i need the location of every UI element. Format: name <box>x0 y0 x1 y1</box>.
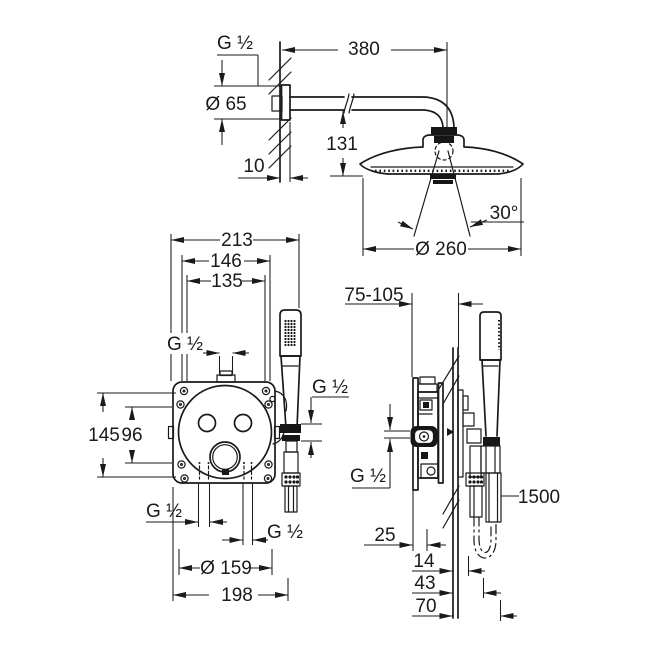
side-view: 75-105 G ½ 1500 25 14 43 70 <box>344 285 560 621</box>
hose-side <box>485 472 502 523</box>
face-plate-side <box>457 389 464 478</box>
cartridge-port <box>209 441 241 473</box>
arm-flange <box>280 84 291 121</box>
valve-port-left <box>197 413 217 433</box>
hose-loop <box>473 516 497 559</box>
arm-wall-fitting <box>271 95 283 112</box>
dim-side-offset-43: 43 <box>414 573 435 594</box>
dim-flange-offset: 10 <box>243 156 264 177</box>
dim-front-width-overall: 213 <box>221 230 253 251</box>
mounting-screws <box>176 386 273 483</box>
swivel-nut <box>431 127 457 135</box>
valve-port-right <box>233 413 253 433</box>
holder-mount-side <box>462 412 475 427</box>
arm-head-view: 30° 380 G ½ Ø 65 10 131 Ø 260 <box>205 33 524 260</box>
dim-arm-thread: G ½ <box>217 33 253 54</box>
arm-elbow <box>423 96 455 128</box>
dim-front-rough-in-diameter: Ø 159 <box>200 558 252 579</box>
dim-head-drop: 131 <box>326 134 358 155</box>
dim-front-top-thread: G ½ <box>167 334 203 355</box>
mounting-plate <box>172 381 276 484</box>
dim-front-bottom-right-thread: G ½ <box>267 522 303 543</box>
dim-hand-shower-thread: G ½ <box>312 377 348 398</box>
hose-nut <box>281 472 301 487</box>
shower-holder <box>274 390 288 412</box>
dim-front-height-screws: 145 <box>88 425 120 446</box>
head-outlet <box>430 174 456 179</box>
rough-in-body <box>177 384 273 480</box>
dim-front-bottom-left-thread: G ½ <box>146 501 182 522</box>
bottom-inlet-ports <box>198 462 253 480</box>
dim-arm-length: 380 <box>348 39 380 60</box>
hand-shower-front <box>269 309 302 513</box>
dim-side-depth-range: 75-105 <box>344 285 403 306</box>
wall-level-marker <box>447 428 454 436</box>
dim-head-diameter: Ø 260 <box>415 239 467 260</box>
shower-head <box>359 134 524 175</box>
dim-side-offset-70: 70 <box>415 596 436 617</box>
hand-shower-side <box>465 311 502 559</box>
dim-hose-length: 1500 <box>518 487 560 508</box>
dim-flange-diameter: Ø 65 <box>205 94 246 115</box>
hose-front <box>284 485 298 513</box>
swivel-pivot-dashed <box>434 141 454 161</box>
dim-front-height-inner: 96 <box>121 425 142 446</box>
dim-front-width-inner: 135 <box>211 271 243 292</box>
dim-side-offset-14: 14 <box>413 551 435 572</box>
dim-side-offset-25: 25 <box>374 525 395 546</box>
front-view: 213 146 135 G ½ 145 96 G ½ <box>88 230 349 606</box>
dim-head-swivel-angle: 30° <box>490 203 519 224</box>
dim-front-width-screws: 146 <box>210 251 242 272</box>
dim-front-plate-width: 198 <box>221 585 253 606</box>
dim-side-outlet-thread: G ½ <box>350 466 386 487</box>
